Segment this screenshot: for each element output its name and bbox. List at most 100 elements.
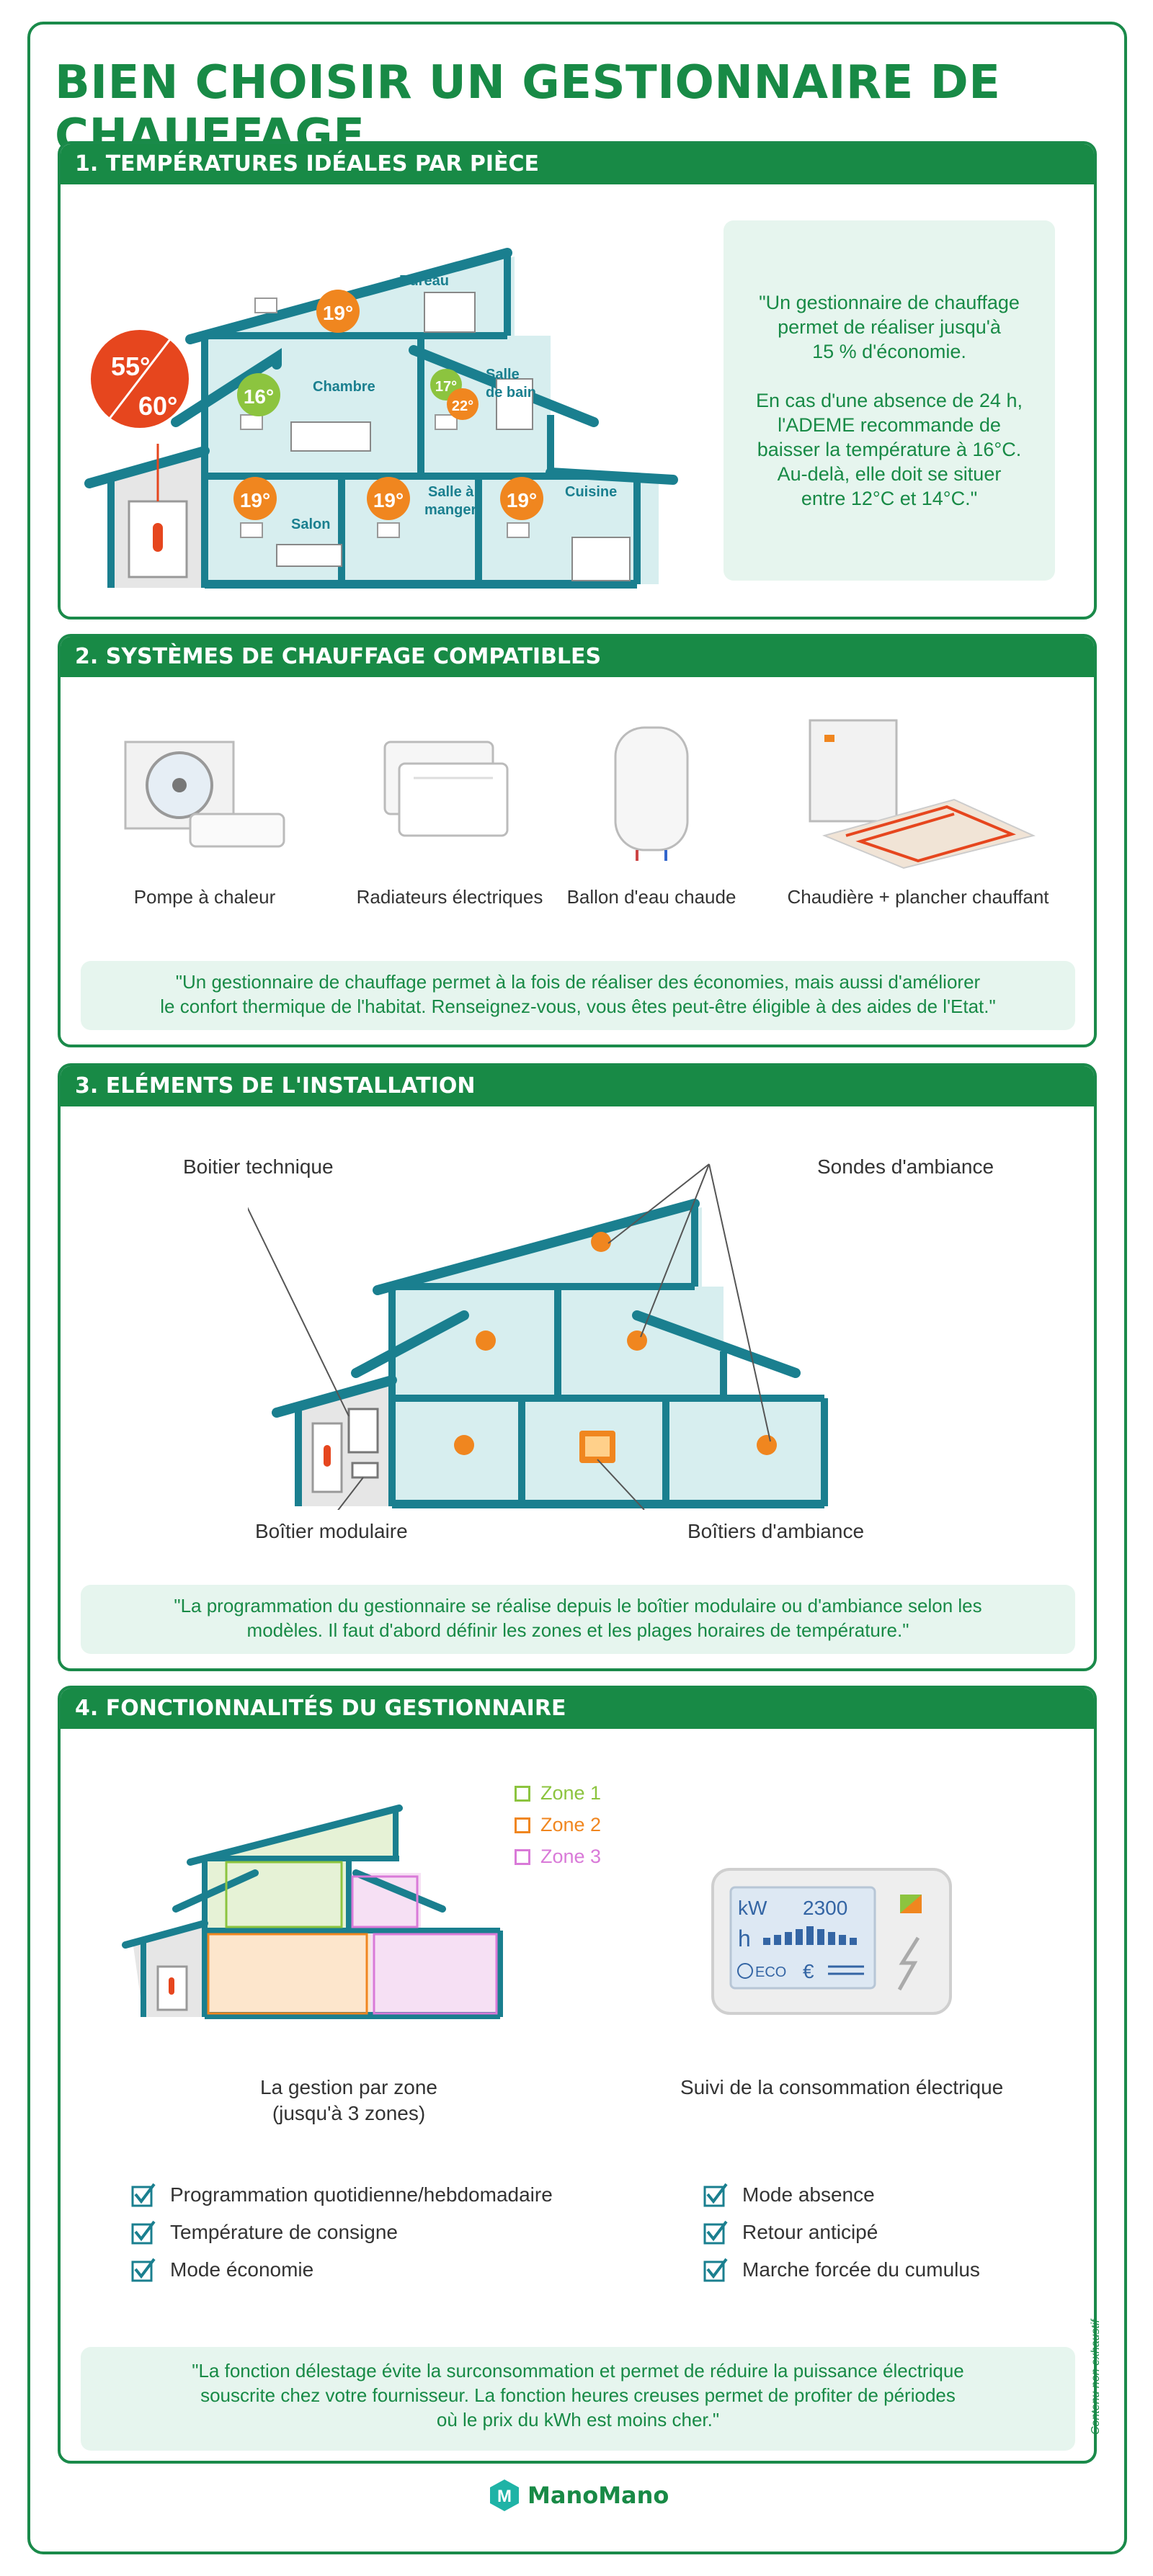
quote-line: 15 % d'économie.: [812, 341, 966, 362]
disclaimer-note: Contenu non exhaustif: [1090, 2319, 1102, 2435]
section-body: 55° 60° 19° 16° 17° 22° 19° 19° 19° Bure…: [61, 184, 1094, 617]
feature-label: Température de consigne: [170, 2221, 398, 2243]
water-heater-icon: [614, 726, 689, 861]
room-label-sdb-1: Salle: [486, 367, 520, 383]
room-label-bureau: Bureau: [399, 273, 449, 289]
section-systems: 2. SYSTÈMES DE CHAUFFAGE COMPATIBLES: [58, 634, 1097, 1047]
section-header: 1. TEMPÉRATURES IDÉALES PAR PIÈCE: [61, 144, 1094, 184]
section-body: Zone 1 Zone 2 Zone 3 kW 2300 h: [61, 1729, 1094, 2461]
page-frame: [27, 22, 1127, 2554]
caption-line: (jusqu'à 3 zones): [272, 2102, 426, 2124]
temp-badge-chambre: 16°: [244, 385, 274, 408]
quote-line: Au-delà, elle doit se situer: [777, 463, 1002, 485]
installation-quote: "La programmation du gestionnaire se réa…: [81, 1585, 1075, 1654]
quote-line: En cas d'une absence de 24 h,: [756, 390, 1023, 411]
room-label-sdb-2: de bain: [486, 385, 536, 401]
house-temperatures-illustration: 55° 60° 19° 16° 17° 22° 19° 19° 19° Bure…: [84, 248, 678, 589]
system-label: Chaudière + plancher chauffant: [787, 886, 1049, 908]
quote-line: "La fonction délestage évite la surconso…: [192, 2360, 964, 2382]
check-icon: [703, 2220, 728, 2245]
quote-line: modèles. Il faut d'abord définir les zon…: [246, 1619, 909, 1641]
boiler-temp-max: 60°: [138, 391, 177, 421]
feature-label: Programmation quotidienne/hebdomadaire: [170, 2183, 553, 2206]
quote-line: "Un gestionnaire de chauffage permet à l…: [175, 971, 981, 993]
check-icon: [703, 2258, 728, 2282]
zone-1-swatch: [515, 1785, 530, 1802]
meter-value: 2300: [803, 1897, 847, 1919]
boiler-temp-min: 55°: [111, 352, 150, 381]
label-boitier-technique: Boitier technique: [183, 1155, 334, 1178]
zone-2-swatch: [515, 1817, 530, 1833]
system-label: Pompe à chaleur: [133, 886, 276, 908]
zone-3-swatch: [515, 1848, 530, 1865]
section-header: 2. SYSTÈMES DE CHAUFFAGE COMPATIBLES: [61, 637, 1094, 677]
meter-currency: €: [803, 1960, 814, 1982]
meter-eco: ECO: [755, 1964, 786, 1980]
check-icon: [131, 2258, 156, 2282]
room-label-cuisine: Cuisine: [565, 484, 617, 500]
feature-label: Retour anticipé: [742, 2221, 878, 2243]
label-sondes-ambiance: Sondes d'ambiance: [817, 1155, 994, 1178]
zone-legend-1: Zone 1: [515, 1782, 601, 1804]
section-temperatures: 1. TEMPÉRATURES IDÉALES PAR PIÈCE: [58, 141, 1097, 620]
caption-line: La gestion par zone: [260, 2076, 437, 2098]
feature-item: Température de consigne: [131, 2220, 398, 2245]
system-label: Radiateurs électriques: [356, 886, 543, 908]
temp-badge-bureau: 19°: [323, 302, 353, 324]
room-label-chambre: Chambre: [313, 379, 375, 395]
house-installation-illustration: [248, 1163, 828, 1510]
feature-label: Mode absence: [742, 2183, 875, 2206]
zone-legend-2: Zone 2: [515, 1814, 601, 1836]
label-boitier-modulaire: Boîtier modulaire: [255, 1520, 408, 1542]
feature-item: Programmation quotidienne/hebdomadaire: [131, 2183, 553, 2207]
quote-line: le confort thermique de l'habitat. Rense…: [160, 996, 996, 1017]
savings-quote: "Un gestionnaire de chauffage permet de …: [724, 220, 1055, 581]
section-header: 3. ELÉMENTS DE L'INSTALLATION: [61, 1066, 1094, 1106]
feature-item: Mode économie: [131, 2258, 313, 2282]
feature-item: Retour anticipé: [703, 2220, 878, 2245]
meter-caption: Suivi de la consommation électrique: [680, 2076, 1004, 2098]
zone-label: Zone 3: [540, 1846, 602, 1867]
quote-line: "Un gestionnaire de chauffage: [759, 292, 1020, 313]
room-label-sam-1: Salle à: [428, 484, 474, 500]
check-icon: [703, 2183, 728, 2207]
feature-item: Mode absence: [703, 2183, 875, 2207]
zone-legend-3: Zone 3: [515, 1846, 601, 1868]
house-zones-illustration: [122, 1804, 503, 2019]
feature-label: Marche forcée du cumulus: [742, 2258, 980, 2281]
temp-badge-salon: 19°: [240, 489, 270, 511]
meter-unit-kw: kW: [738, 1897, 767, 1919]
systems-quote: "Un gestionnaire de chauffage permet à l…: [81, 961, 1075, 1030]
boiler-floor-heating-icon: [809, 719, 1036, 869]
energy-meter-icon: kW 2300 h ECO €: [711, 1868, 952, 2015]
quote-spacer: [745, 364, 1033, 388]
room-label-sam-2: manger: [424, 502, 476, 518]
quote-line: "La programmation du gestionnaire se réa…: [174, 1595, 982, 1616]
section-body: Boitier technique Sondes d'ambiance Boît…: [61, 1106, 1094, 1668]
system-label: Ballon d'eau chaude: [566, 886, 736, 908]
temp-badge-sdb-min: 17°: [435, 379, 457, 395]
features-quote: "La fonction délestage évite la surconso…: [81, 2347, 1075, 2451]
quote-line: où le prix du kWh est moins cher.": [436, 2409, 720, 2430]
quote-line: souscrite chez votre fournisseur. La fon…: [200, 2384, 956, 2406]
check-icon: [131, 2183, 156, 2207]
svg-text:M: M: [497, 2487, 512, 2506]
meter-unit-h: h: [738, 1926, 751, 1951]
section-installation: 3. ELÉMENTS DE L'INSTALLATION: [58, 1063, 1097, 1671]
section-header: 4. FONCTIONNALITÉS DU GESTIONNAIRE: [61, 1689, 1094, 1729]
section-body: Pompe à chaleur Radiateurs électriques B…: [61, 677, 1094, 1045]
zone-label: Zone 1: [540, 1782, 602, 1804]
section-features: 4. FONCTIONNALITÉS DU GESTIONNAIRE: [58, 1686, 1097, 2464]
logo-text: ManoMano: [527, 2482, 669, 2509]
quote-line: l'ADEME recommande de: [778, 414, 1001, 436]
temp-badge-cuisine: 19°: [507, 489, 537, 511]
check-icon: [131, 2220, 156, 2245]
manomano-logo[interactable]: M ManoMano: [487, 2478, 669, 2513]
temp-badge-sdb-max: 22°: [452, 398, 473, 414]
zone-caption: La gestion par zone (jusqu'à 3 zones): [226, 2075, 471, 2126]
temp-badge-salle-manger: 19°: [373, 489, 404, 511]
quote-line: baisser la température à 16°C.: [757, 439, 1022, 460]
label-boitiers-ambiance: Boîtiers d'ambiance: [687, 1520, 865, 1542]
heat-pump-icon: [124, 741, 285, 848]
logo-icon: M: [490, 2479, 519, 2511]
